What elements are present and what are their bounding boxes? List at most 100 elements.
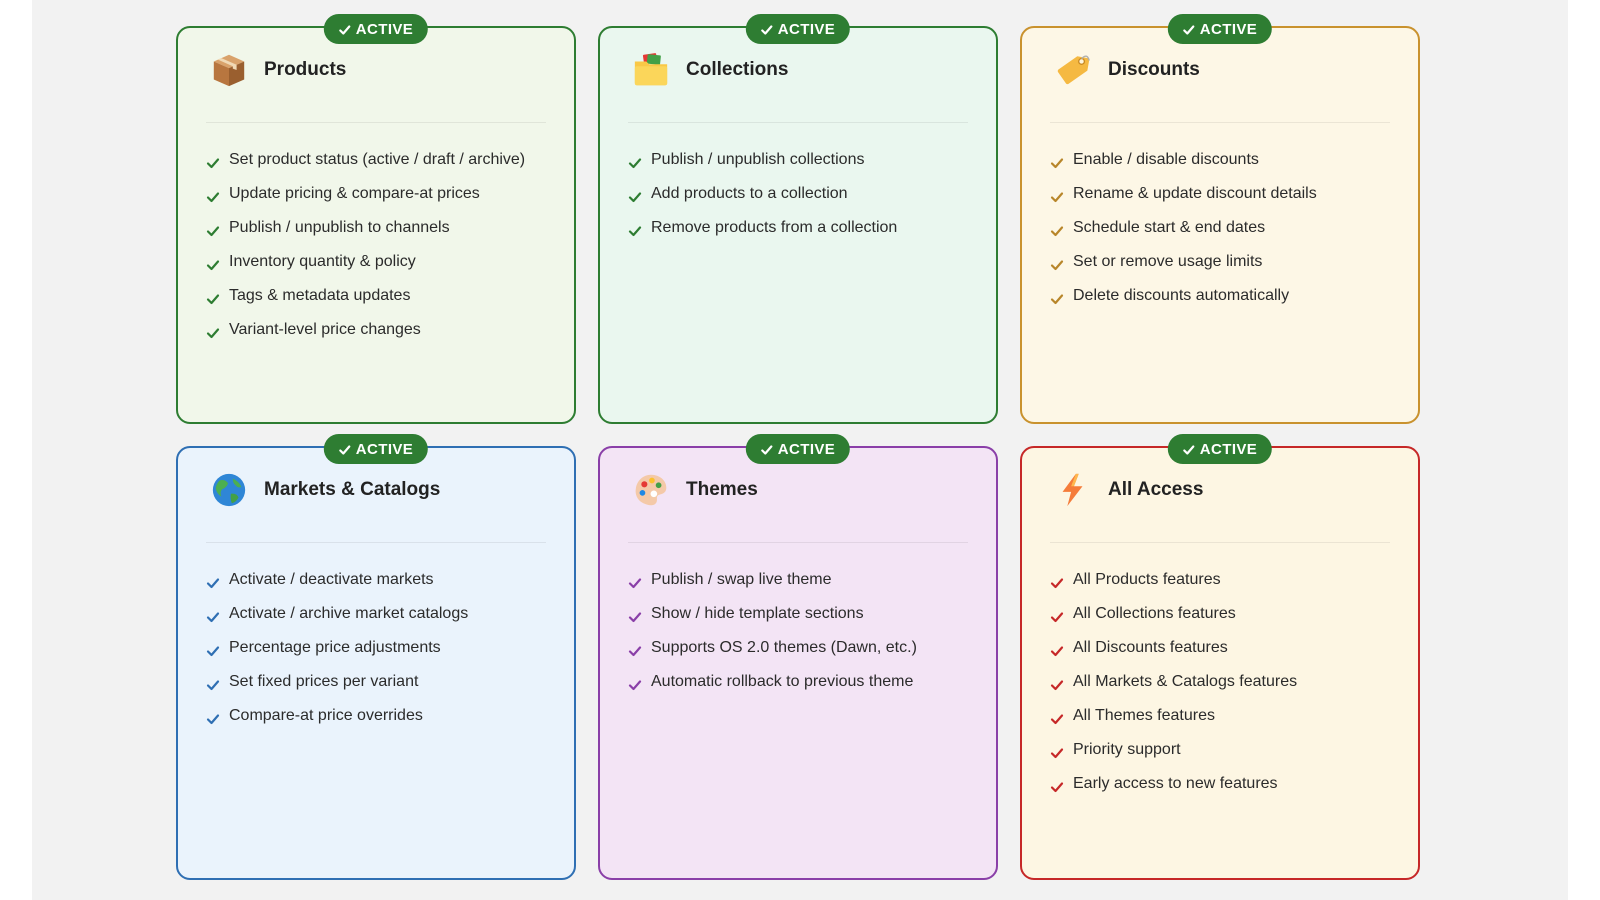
- card-header: All Access: [1054, 470, 1390, 510]
- check-icon: [206, 709, 229, 725]
- feature-item: Schedule start & end dates: [1050, 211, 1402, 245]
- feature-item: Show / hide template sections: [628, 597, 980, 631]
- active-badge-label: ACTIVE: [777, 20, 836, 38]
- feature-item: Publish / unpublish to channels: [206, 211, 558, 245]
- card-divider: [206, 122, 546, 123]
- check-icon: [1050, 221, 1073, 237]
- feature-label: Percentage price adjustments: [229, 639, 441, 656]
- card-header: Themes: [632, 470, 968, 510]
- card-divider: [628, 122, 968, 123]
- card-divider: [206, 542, 546, 543]
- feature-item: Inventory quantity & policy: [206, 245, 558, 279]
- feature-label: Tags & metadata updates: [229, 287, 411, 304]
- card-title: All Access: [1108, 479, 1204, 500]
- feature-label: Rename & update discount details: [1073, 185, 1317, 202]
- folder-icon: [632, 51, 670, 89]
- feature-label: Set fixed prices per variant: [229, 673, 419, 690]
- check-icon: [206, 675, 229, 691]
- check-icon: [339, 443, 351, 455]
- active-badge: ACTIVE: [745, 14, 851, 44]
- feature-label: Update pricing & compare-at prices: [229, 185, 480, 202]
- check-icon: [206, 607, 229, 623]
- check-icon: [206, 289, 229, 305]
- check-icon: [206, 153, 229, 169]
- feature-item: Enable / disable discounts: [1050, 143, 1402, 177]
- check-icon: [1050, 641, 1073, 657]
- feature-item: Set fixed prices per variant: [206, 665, 558, 699]
- feature-item: Activate / deactivate markets: [206, 563, 558, 597]
- feature-list: Set product status (active / draft / arc…: [206, 143, 558, 347]
- check-icon: [206, 221, 229, 237]
- feature-item: Automatic rollback to previous theme: [628, 665, 980, 699]
- feature-label: Remove products from a collection: [651, 219, 898, 236]
- feature-item: Update pricing & compare-at prices: [206, 177, 558, 211]
- check-icon: [628, 187, 651, 203]
- check-icon: [1183, 23, 1195, 35]
- feature-item: Set or remove usage limits: [1050, 245, 1402, 279]
- card-header: Discounts: [1054, 50, 1390, 90]
- feature-item: Publish / unpublish collections: [628, 143, 980, 177]
- card-title: Markets & Catalogs: [264, 479, 441, 500]
- feature-label: Set or remove usage limits: [1073, 253, 1263, 270]
- feature-label: Delete discounts automatically: [1073, 287, 1290, 304]
- check-icon: [206, 573, 229, 589]
- check-icon: [206, 323, 229, 339]
- feature-label: Supports OS 2.0 themes (Dawn, etc.): [651, 639, 917, 656]
- feature-item: Priority support: [1050, 733, 1402, 767]
- active-badge-label: ACTIVE: [355, 440, 414, 458]
- card-header: Collections: [632, 50, 968, 90]
- feature-item: Rename & update discount details: [1050, 177, 1402, 211]
- check-icon: [1050, 709, 1073, 725]
- check-icon: [628, 153, 651, 169]
- feature-label: All Products features: [1073, 571, 1221, 588]
- feature-label: Publish / swap live theme: [651, 571, 832, 588]
- check-icon: [206, 255, 229, 271]
- check-icon: [761, 443, 773, 455]
- globe-icon: [210, 471, 248, 509]
- check-icon: [1050, 153, 1073, 169]
- card-title: Products: [264, 59, 347, 80]
- feature-item: Early access to new features: [1050, 767, 1402, 801]
- feature-item: Set product status (active / draft / arc…: [206, 143, 558, 177]
- feature-label: All Collections features: [1073, 605, 1236, 622]
- feature-item: Supports OS 2.0 themes (Dawn, etc.): [628, 631, 980, 665]
- feature-label: Set product status (active / draft / arc…: [229, 151, 526, 168]
- package-box-icon: [210, 51, 248, 89]
- check-icon: [1050, 187, 1073, 203]
- feature-item: All Themes features: [1050, 699, 1402, 733]
- card-divider: [1050, 542, 1390, 543]
- check-icon: [1050, 573, 1073, 589]
- check-icon: [206, 641, 229, 657]
- feature-item: All Discounts features: [1050, 631, 1402, 665]
- feature-item: All Collections features: [1050, 597, 1402, 631]
- feature-label: Early access to new features: [1073, 775, 1278, 792]
- feature-label: All Markets & Catalogs features: [1073, 673, 1298, 690]
- check-icon: [1050, 743, 1073, 759]
- feature-label: All Discounts features: [1073, 639, 1228, 656]
- palette-icon: [632, 471, 670, 509]
- feature-item: Publish / swap live theme: [628, 563, 980, 597]
- card-header: Products: [210, 50, 546, 90]
- check-icon: [1050, 289, 1073, 305]
- feature-label: Show / hide template sections: [651, 605, 864, 622]
- check-icon: [628, 573, 651, 589]
- feature-item: All Products features: [1050, 563, 1402, 597]
- feature-label: Automatic rollback to previous theme: [651, 673, 914, 690]
- card-divider: [1050, 122, 1390, 123]
- active-badge: ACTIVE: [1167, 14, 1273, 44]
- check-icon: [1050, 675, 1073, 691]
- check-icon: [628, 675, 651, 691]
- check-icon: [628, 607, 651, 623]
- feature-label: Activate / deactivate markets: [229, 571, 434, 588]
- feature-label: Enable / disable discounts: [1073, 151, 1259, 168]
- active-badge-label: ACTIVE: [355, 20, 414, 38]
- active-badge-label: ACTIVE: [1199, 440, 1258, 458]
